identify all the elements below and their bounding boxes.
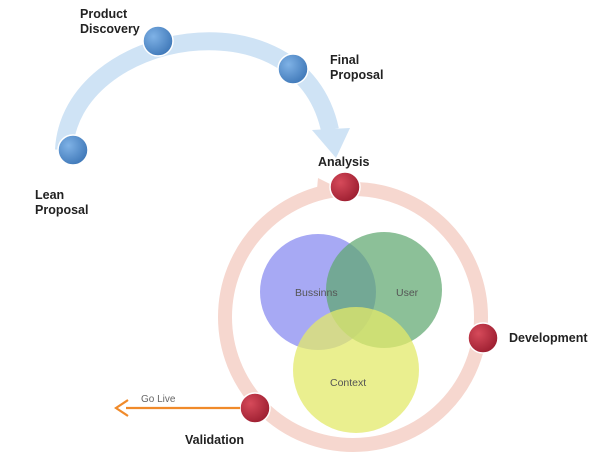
cycle-node-analysis [329, 171, 361, 203]
label-product-discovery: Product Discovery [80, 7, 140, 36]
discovery-arrow-head-icon [312, 128, 350, 158]
cycle-arrow-head-icon [316, 178, 340, 200]
discovery-arc [55, 32, 350, 158]
label-development: Development [509, 331, 588, 345]
label-validation: Validation [185, 433, 244, 447]
venn-circle-context [293, 307, 419, 433]
go-live-label: Go Live [141, 394, 176, 405]
cycle-node-development [467, 322, 499, 354]
discovery-node-final-proposal [277, 53, 309, 85]
label-analysis: Analysis [318, 155, 369, 169]
venn-label-user: User [396, 287, 419, 299]
venn-diagram: Bussinns User Context [260, 232, 442, 433]
venn-label-business: Bussinns [295, 287, 338, 299]
label-lean-proposal: Lean Proposal [35, 188, 89, 217]
cycle-node-validation [239, 392, 271, 424]
discovery-node-lean-proposal [57, 134, 89, 166]
venn-label-context: Context [330, 377, 366, 389]
label-final-proposal: Final Proposal [330, 53, 384, 82]
go-live-arrow-head-icon [114, 399, 129, 417]
discovery-node-product-discovery [142, 25, 174, 57]
go-live-arrow: Go Live [114, 394, 240, 417]
